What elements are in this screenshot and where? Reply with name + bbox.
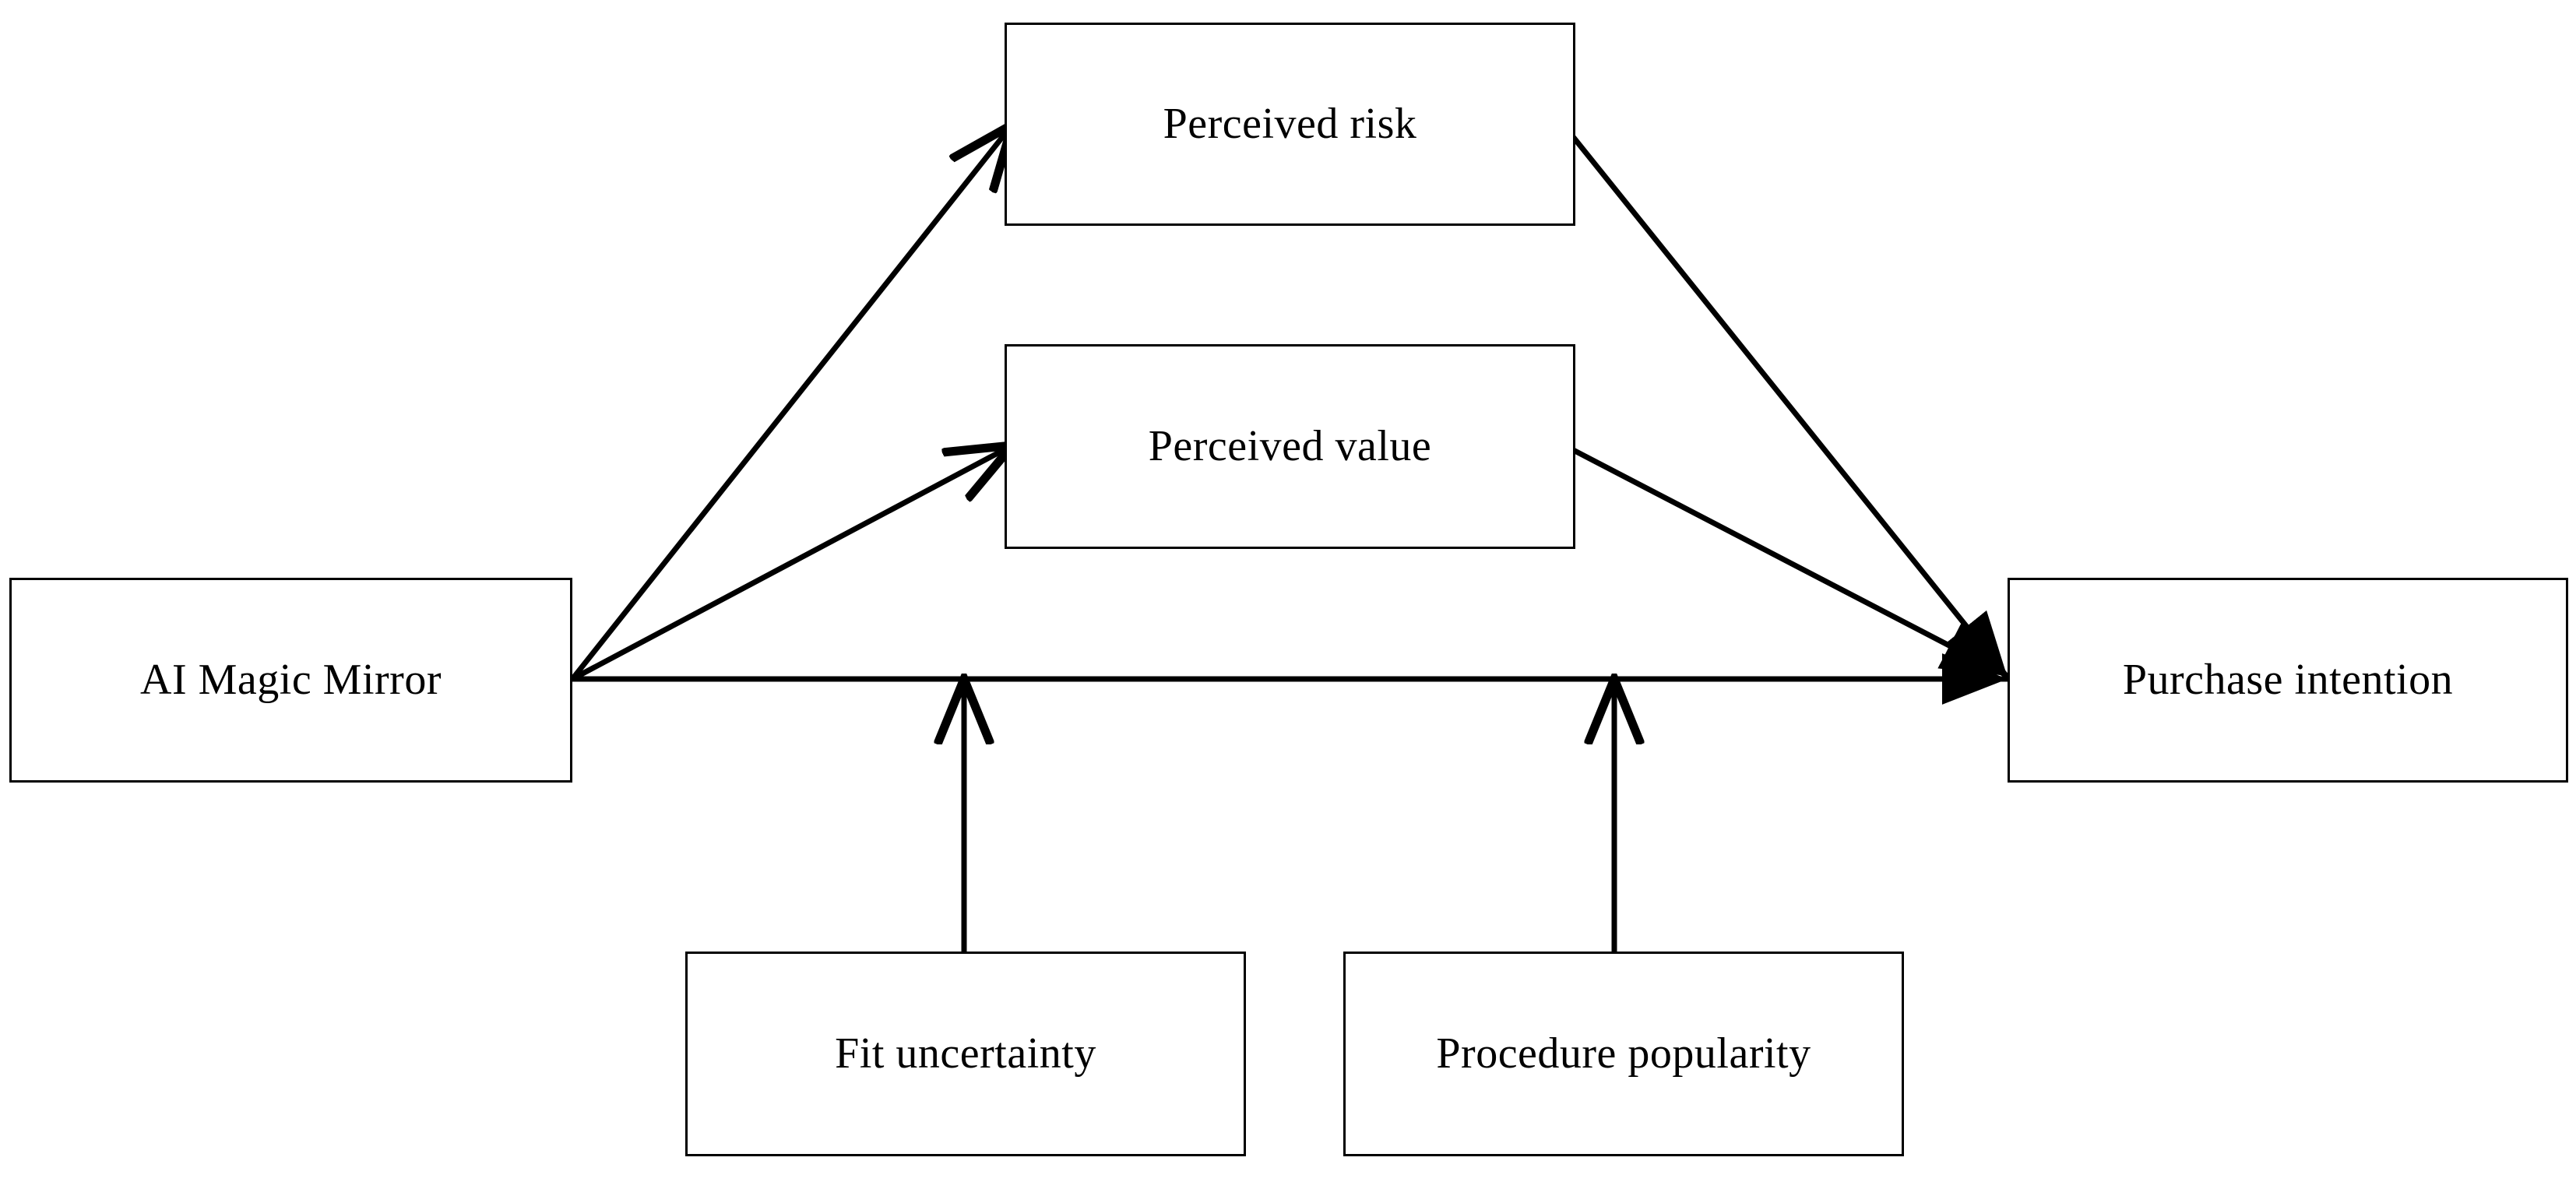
node-perceived-value: Perceived value — [1005, 344, 1575, 549]
node-label-procedure-popularity: Procedure popularity — [1436, 1029, 1811, 1078]
node-fit-uncertainty: Fit uncertainty — [685, 952, 1246, 1156]
node-ai-magic-mirror: AI Magic Mirror — [9, 578, 572, 783]
node-label-perceived-risk: Perceived risk — [1163, 99, 1417, 148]
node-label-ai-magic-mirror: AI Magic Mirror — [140, 655, 442, 704]
node-label-perceived-value: Perceived value — [1148, 421, 1432, 470]
node-procedure-popularity: Procedure popularity — [1343, 952, 1904, 1156]
node-label-fit-uncertainty: Fit uncertainty — [835, 1029, 1096, 1078]
node-label-purchase-intention: Purchase intention — [2122, 655, 2454, 704]
edge-perceived-value-to-purchase-intention — [1560, 441, 2009, 679]
node-perceived-risk: Perceived risk — [1005, 23, 1575, 226]
edge-ai-magic-mirror-to-perceived-risk — [570, 125, 1012, 681]
edge-perceived-risk-to-purchase-intention — [1559, 120, 2010, 680]
node-purchase-intention: Purchase intention — [2008, 578, 2568, 783]
edge-ai-magic-mirror-to-perceived-value — [571, 445, 1012, 682]
